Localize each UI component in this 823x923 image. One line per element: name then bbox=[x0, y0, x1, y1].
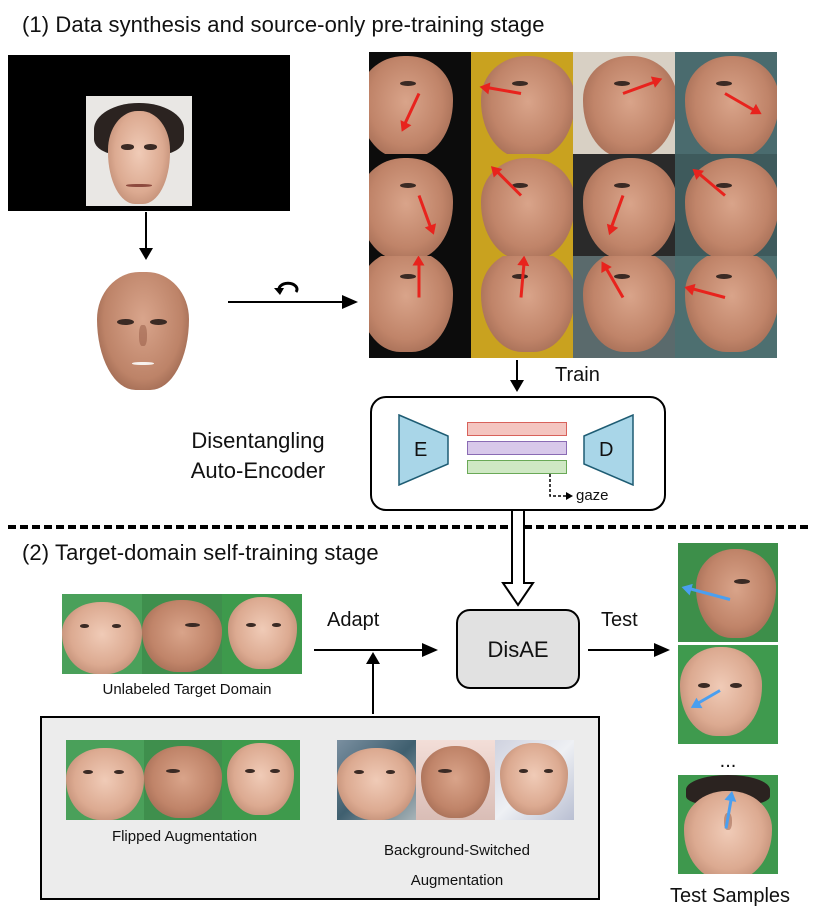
test-label: Test bbox=[601, 609, 638, 631]
hollow-arrow-to-disae bbox=[501, 511, 535, 607]
target-image-1 bbox=[62, 594, 142, 674]
adapt-label: Adapt bbox=[327, 609, 380, 631]
latent-bar-red bbox=[467, 422, 567, 436]
test-sample-3 bbox=[678, 775, 778, 874]
train-label: Train bbox=[555, 364, 600, 386]
reconstructed-3d-face bbox=[97, 272, 189, 390]
synth-face-cell bbox=[369, 256, 471, 358]
down-arrow-to-3d-face bbox=[139, 212, 153, 260]
test-samples-caption: Test Samples bbox=[669, 885, 791, 907]
gaze-label: gaze bbox=[576, 487, 609, 504]
arrow-to-synth-grid bbox=[228, 295, 358, 309]
adapt-arrow bbox=[314, 643, 438, 657]
synth-face-cell bbox=[471, 256, 573, 358]
bg-switched-caption: Background-Switched Augmentation bbox=[332, 836, 582, 896]
synth-face-cell bbox=[471, 154, 573, 256]
gaze-output-arrow bbox=[549, 474, 573, 500]
synth-face-cell bbox=[675, 256, 777, 358]
stage1-title: (1) Data synthesis and source-only pre-t… bbox=[22, 12, 545, 37]
synth-face-cell bbox=[471, 52, 573, 154]
bg-switched-strip bbox=[337, 740, 574, 820]
synth-face-cell bbox=[675, 52, 777, 154]
flipped-image-3 bbox=[222, 740, 300, 820]
synth-face-cell bbox=[369, 154, 471, 256]
bg-switched-image-1 bbox=[337, 740, 416, 820]
autoencoder-name-line2: Auto-Encoder bbox=[190, 458, 326, 483]
latent-bar-purple bbox=[467, 441, 567, 455]
flipped-image-1 bbox=[66, 740, 144, 820]
bg-switched-caption-line1: Background-Switched bbox=[384, 842, 530, 859]
autoencoder-name: Disentangling Auto-Encoder bbox=[158, 426, 358, 486]
synthesized-face-grid bbox=[369, 52, 777, 358]
stage2-title: (2) Target-domain self-training stage bbox=[22, 540, 379, 565]
encoder-label: E bbox=[414, 439, 428, 461]
source-portrait bbox=[86, 96, 192, 206]
synth-face-cell bbox=[573, 154, 675, 256]
disae-box: DisAE bbox=[456, 609, 580, 689]
synth-face-cell bbox=[573, 256, 675, 358]
synth-face-cell bbox=[675, 154, 777, 256]
unlabeled-caption: Unlabeled Target Domain bbox=[102, 681, 272, 698]
test-arrow bbox=[588, 643, 670, 657]
ellipsis: ... bbox=[719, 750, 737, 772]
augmentation-up-arrow bbox=[366, 652, 380, 714]
flipped-image-2 bbox=[144, 740, 222, 820]
source-video-frame bbox=[8, 55, 290, 211]
augmentation-panel: Flipped Augmentation Background-Switched… bbox=[40, 716, 600, 900]
flipped-strip bbox=[66, 740, 300, 820]
rotate-icon bbox=[274, 281, 299, 295]
down-arrow-train bbox=[510, 360, 524, 392]
test-sample-2 bbox=[678, 645, 778, 744]
target-image-2 bbox=[142, 594, 222, 674]
disae-label: DisAE bbox=[487, 637, 549, 662]
autoencoder-box: E D gaze bbox=[370, 396, 666, 511]
latent-bar-green bbox=[467, 460, 567, 474]
bg-switched-image-3 bbox=[495, 740, 574, 820]
flipped-caption: Flipped Augmentation bbox=[111, 828, 258, 845]
target-image-3 bbox=[222, 594, 302, 674]
encoder-block bbox=[398, 414, 449, 486]
synth-gaze-arrow bbox=[417, 263, 421, 298]
autoencoder-name-line1: Disentangling bbox=[191, 428, 325, 453]
stage-separator bbox=[8, 525, 808, 529]
unlabeled-target-strip bbox=[62, 594, 302, 674]
synth-face-cell bbox=[369, 52, 471, 154]
test-sample-1 bbox=[678, 543, 778, 642]
decoder-label: D bbox=[599, 439, 614, 461]
synth-face-cell bbox=[573, 52, 675, 154]
decoder-block bbox=[583, 414, 634, 486]
bg-switched-image-2 bbox=[416, 740, 495, 820]
bg-switched-caption-line2: Augmentation bbox=[410, 872, 504, 889]
